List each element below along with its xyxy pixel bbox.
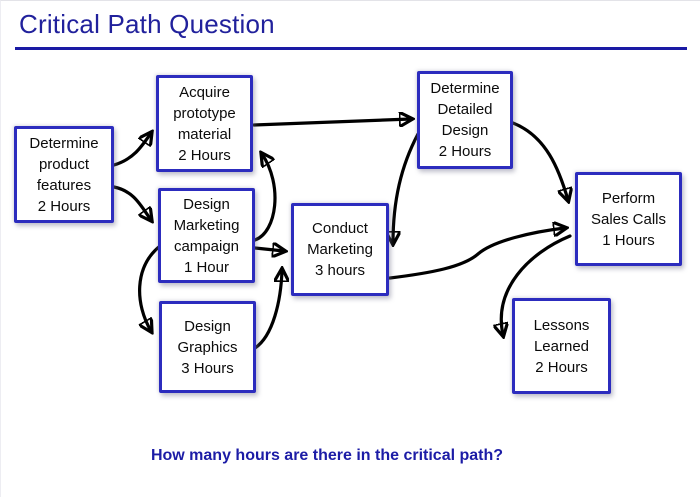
edge-determine-product-features-to-acquire-prototype-material — [112, 133, 151, 167]
task-label: Determine product features 2 Hours — [29, 134, 99, 215]
edge-design-marketing-campaign-to-conduct-marketing — [253, 248, 284, 251]
edge-design-marketing-campaign-to-acquire-prototype-material — [253, 154, 277, 242]
edge-determine-detailed-design-to-conduct-marketing — [393, 132, 420, 243]
task-label: Design Graphics 3 Hours — [177, 317, 238, 377]
question-text: How many hours are there in the critical… — [150, 447, 504, 464]
task-box-perform-sales-calls: Perform Sales Calls 1 Hours — [575, 172, 682, 266]
task-label: Conduct Marketing 3 hours — [307, 220, 373, 279]
task-box-determine-product-features: Determine product features 2 Hours — [14, 126, 114, 223]
edge-design-graphics-to-conduct-marketing — [253, 270, 282, 350]
task-label: Lessons Learned 2 Hours — [533, 316, 590, 376]
slide-title: Critical Path Question — [19, 9, 275, 39]
task-box-lessons-learned: Lessons Learned 2 Hours — [512, 298, 611, 394]
title-underline — [15, 47, 687, 50]
task-label: Design Marketing campaign 1 Hour — [173, 195, 240, 276]
task-box-design-marketing-campaign: Design Marketing campaign 1 Hour — [158, 188, 255, 283]
task-label: Determine Detailed Design 2 Hours — [430, 80, 500, 160]
task-box-conduct-marketing: Conduct Marketing 3 hours — [291, 203, 389, 296]
edge-perform-sales-calls-to-lessons-learned — [501, 234, 572, 335]
edge-determine-product-features-to-design-marketing-campaign — [112, 185, 151, 220]
task-box-design-graphics: Design Graphics 3 Hours — [159, 301, 256, 393]
task-box-determine-detailed-design: Determine Detailed Design 2 Hours — [417, 71, 513, 169]
edge-determine-detailed-design-to-perform-sales-calls — [511, 121, 568, 200]
edge-acquire-prototype-material-to-determine-detailed-design — [252, 119, 411, 125]
task-box-acquire-prototype-material: Acquire prototype material 2 Hours — [156, 75, 253, 172]
task-label: Acquire prototype material 2 Hours — [173, 83, 236, 164]
task-label: Perform Sales Calls 1 Hours — [590, 189, 667, 249]
edge-design-marketing-campaign-to-design-graphics — [138, 244, 162, 331]
edge-conduct-marketing-to-perform-sales-calls — [388, 228, 565, 280]
